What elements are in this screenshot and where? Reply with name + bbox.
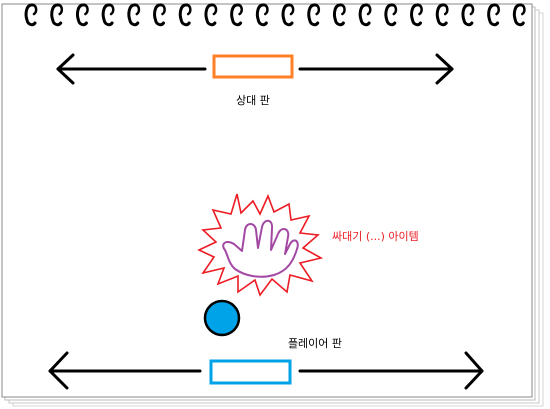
opponent-paddle-label: 상대 판 (236, 94, 270, 107)
notebook-ring-hook (134, 3, 141, 16)
notebook-ring-hook (31, 3, 38, 16)
notebook-ring-hook (108, 3, 115, 16)
player-paddle (209, 359, 292, 385)
explosion-icon (197, 193, 324, 297)
opponent-paddle (212, 54, 294, 79)
notebook-ring-icon (24, 3, 37, 27)
notebook-ring-icon (178, 3, 191, 27)
notebook-ring-icon (101, 3, 114, 27)
player-paddle-label: 플레이어 판 (288, 337, 342, 350)
notebook-ring-icon (333, 3, 345, 27)
left-arrow-icon (48, 351, 202, 390)
slap-hand-icon (222, 219, 299, 278)
notebook-ring-hook (494, 3, 500, 16)
notebook-ring-hook (365, 3, 372, 16)
notebook-ring-icon (255, 3, 268, 27)
notebook-ring-icon (487, 3, 500, 27)
notebook-ring-icon (204, 3, 217, 27)
notebook-ring-icon (127, 3, 140, 27)
notebook-ring-icon (435, 3, 448, 27)
notebook-ring-icon (230, 3, 243, 27)
notebook-ring-hook (391, 3, 398, 16)
slap-item: 싸대기 (...) 아이템 (197, 193, 419, 297)
notebook-ring-icon (281, 3, 294, 27)
notebook-ring-icon (410, 3, 422, 27)
notebook-ring-hook (57, 3, 64, 16)
player-paddle-row: 플레이어 판 (48, 337, 484, 390)
notebook-ring-hook (468, 3, 475, 16)
notebook-ring-hook (442, 3, 449, 16)
spiral-binding (24, 3, 526, 27)
notebook-ring-hook (185, 3, 192, 16)
notebook-ring-icon (76, 3, 88, 27)
notebook-ring-icon (153, 3, 165, 27)
notebook-ring-icon (461, 3, 474, 27)
notebook-ring-hook (288, 3, 295, 16)
ball (203, 299, 241, 337)
right-arrow-icon (298, 53, 454, 85)
notebook-ring-hook (160, 3, 166, 16)
right-arrow-icon (298, 351, 484, 390)
notebook-ring-icon (512, 3, 525, 27)
notebook-ring-icon (384, 3, 397, 27)
item-label: 싸대기 (...) 아이템 (332, 230, 419, 243)
notebook-ring-hook (263, 3, 269, 16)
notebook-ring-icon (358, 3, 371, 27)
notebook-ring-hook (520, 3, 526, 16)
notebook-ring-hook (340, 3, 346, 16)
notebook-ring-hook (314, 3, 321, 16)
notebook-ring-hook (417, 3, 423, 16)
notebook-ring-icon (50, 3, 63, 27)
notebook-ring-hook (237, 3, 243, 16)
notebook-ring-hook (83, 3, 89, 16)
left-arrow-icon (56, 53, 207, 85)
opponent-paddle-row: 상대 판 (56, 53, 454, 107)
notebook-ring-hook (211, 3, 218, 16)
notebook-ring-icon (307, 3, 320, 27)
